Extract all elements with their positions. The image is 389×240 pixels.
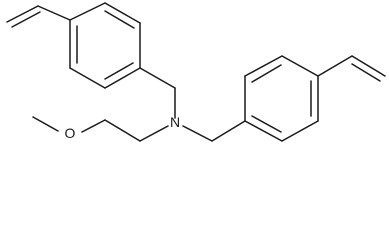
ring-bond (244, 55, 283, 77)
ring-inner-bond (104, 62, 134, 80)
left-benzene-ring (69, 2, 141, 89)
ring-bond (104, 2, 141, 24)
vinyl-bond (6, 5, 39, 23)
o-ch3-bond (32, 116, 59, 132)
ch2-o-bond (81, 119, 106, 133)
left-vinyl-group (6, 5, 71, 28)
n-right-ch2-bond (182, 125, 213, 142)
structure-diagram: N O (6, 2, 386, 142)
ring-inner-bond (251, 115, 282, 133)
ring-inner-bond (251, 64, 282, 83)
vinyl-bond (351, 55, 386, 77)
methoxyethyl-chain (32, 116, 169, 142)
ring-bond (69, 67, 106, 89)
right-benzyl-bond (211, 120, 246, 142)
vinyl-bond (37, 5, 71, 21)
ring-inner-bond (104, 10, 135, 29)
vinyl-bond (317, 55, 353, 77)
vinyl-double-bond (351, 63, 381, 82)
ring-bond (104, 67, 141, 89)
left-benzyl-bond (139, 67, 176, 89)
right-vinyl-group (317, 55, 386, 82)
right-benzene-ring (244, 55, 319, 142)
ch2-ch2-bond (104, 119, 141, 142)
ring-bond (281, 55, 319, 77)
oxygen-atom-label: O (65, 125, 76, 141)
ring-bond (244, 120, 283, 142)
ring-bond (69, 2, 106, 21)
nitrogen-atom-label: N (170, 114, 180, 130)
ring-bond (281, 120, 319, 142)
vinyl-double-bond (11, 11, 41, 28)
n-ch2-bond (139, 125, 169, 142)
